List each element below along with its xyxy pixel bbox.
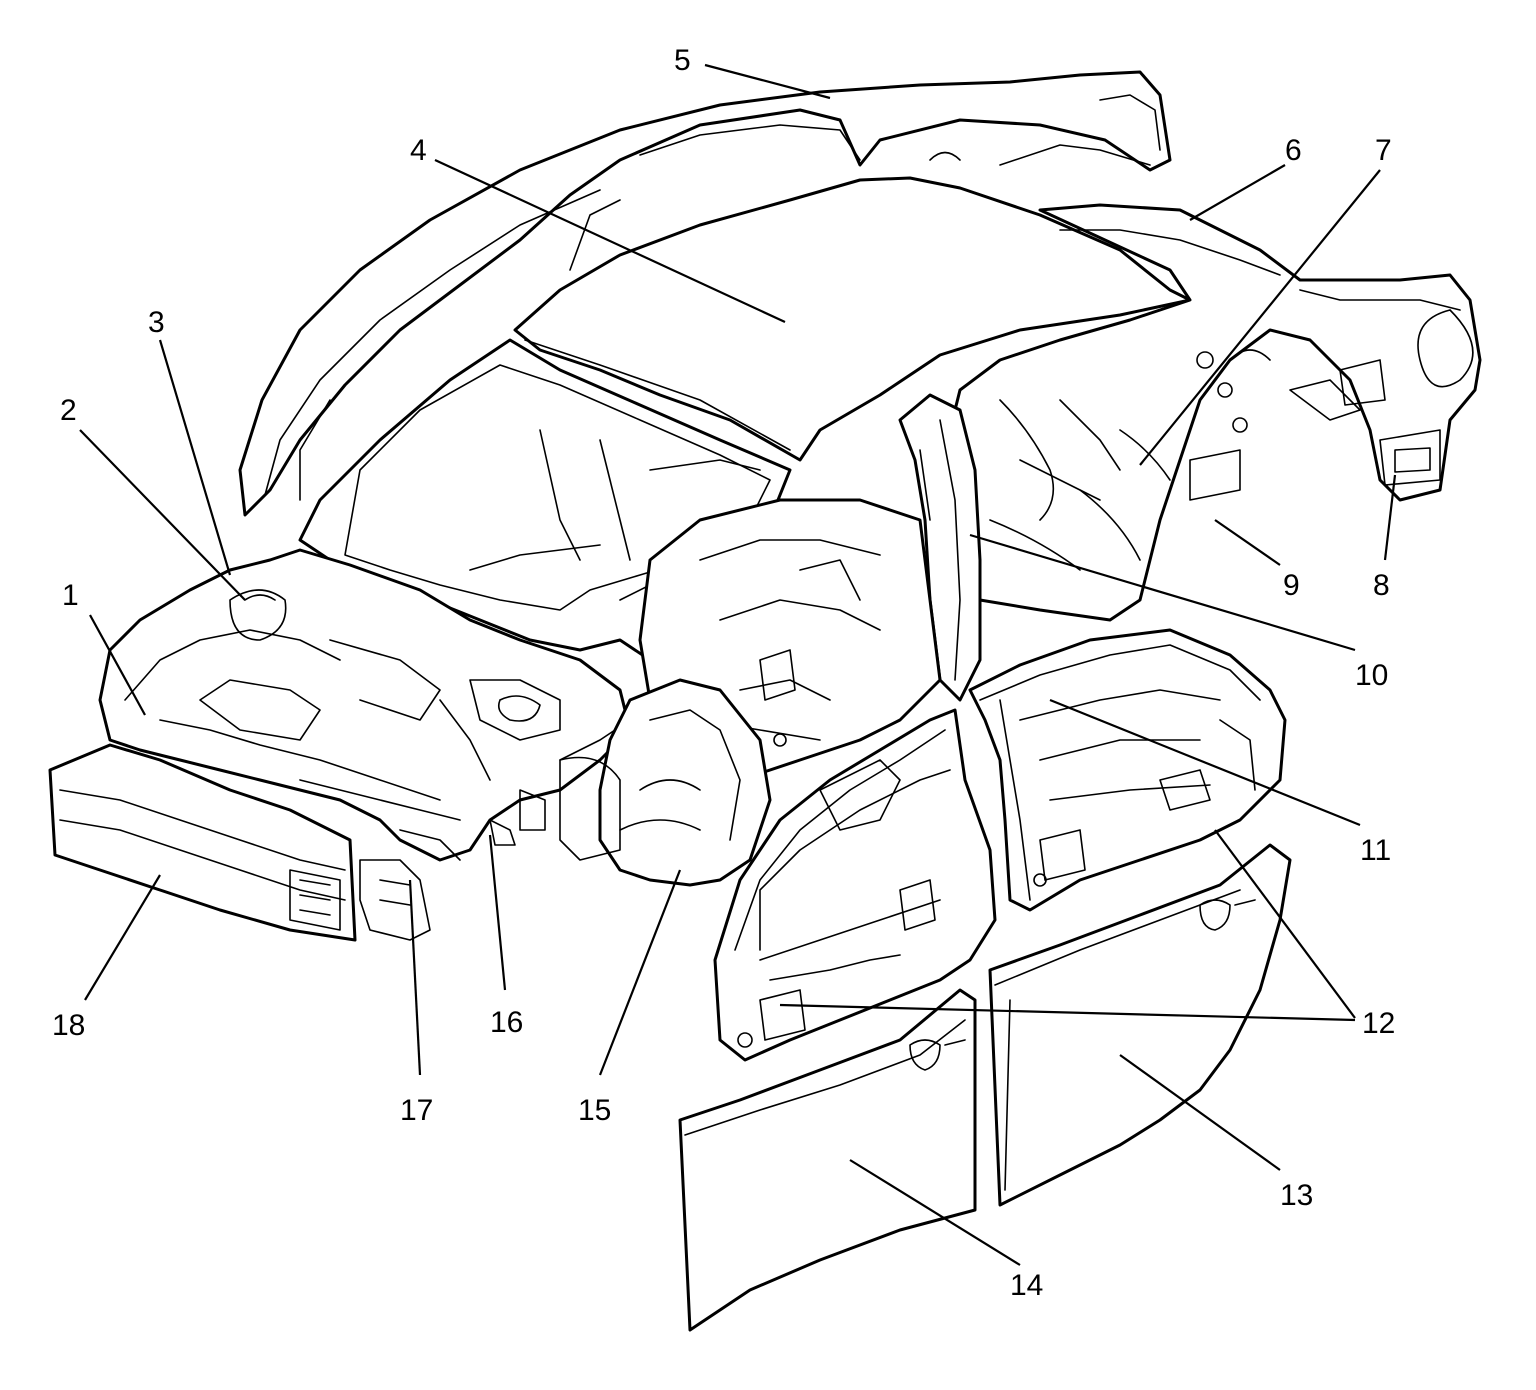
leader-1: [89, 614, 146, 716]
callout-5: 5: [674, 44, 691, 77]
callout-9: 9: [1283, 569, 1300, 602]
callout-14: 14: [1010, 1269, 1043, 1302]
callout-7: 7: [1375, 134, 1392, 167]
leader-4: [434, 159, 786, 323]
callout-10: 10: [1355, 659, 1388, 692]
leader-2: [79, 429, 246, 601]
leader-7: [1139, 169, 1381, 466]
leader-5: [704, 63, 831, 100]
front-door-inner: [713, 708, 997, 1062]
callout-4: 4: [410, 134, 427, 167]
callout-6: 6: [1285, 134, 1302, 167]
roof-side-outer-panel: [238, 70, 1172, 517]
front-end-structure: [98, 548, 632, 862]
front-bumper-impact-bar: [48, 743, 431, 942]
leader-18: [84, 874, 161, 1001]
leader-6: [1189, 164, 1286, 221]
callout-1: 1: [62, 579, 79, 612]
rear-door-outer-panel: [988, 843, 1292, 1207]
callout-17: 17: [400, 1094, 433, 1127]
leader-15: [598, 869, 682, 1076]
leader-12b: [1214, 829, 1356, 1019]
leader-17: [408, 879, 422, 1076]
front-door-outer-panel: [678, 988, 977, 1332]
leader-lines: [79, 63, 1397, 1266]
rear-door-inner: [968, 628, 1287, 912]
leader-11: [1049, 698, 1361, 827]
leader-14: [849, 1159, 1021, 1266]
callout-11: 11: [1360, 834, 1391, 867]
callout-16: 16: [490, 1006, 523, 1039]
leader-8: [1383, 474, 1397, 561]
callout-labels: 1 2 3 4 5 6 7 8 9 10 11 12 13 14 15 16 1…: [52, 44, 1395, 1302]
callout-18: 18: [52, 1009, 85, 1042]
callout-8: 8: [1373, 569, 1390, 602]
leader-3: [158, 339, 232, 576]
callout-3: 3: [148, 306, 165, 339]
callout-2: 2: [60, 394, 77, 427]
rear-body-structure: [948, 203, 1482, 622]
callout-12: 12: [1362, 1007, 1395, 1040]
leader-10: [969, 533, 1356, 652]
body-side-inner-panel: [898, 393, 982, 702]
callout-15: 15: [578, 1094, 611, 1127]
leader-12a: [779, 1003, 1356, 1022]
leader-13: [1119, 1054, 1281, 1171]
callout-13: 13: [1280, 1179, 1313, 1212]
hinge-pillar-body: [559, 678, 772, 887]
leader-9: [1214, 519, 1281, 566]
leader-16: [488, 834, 507, 991]
